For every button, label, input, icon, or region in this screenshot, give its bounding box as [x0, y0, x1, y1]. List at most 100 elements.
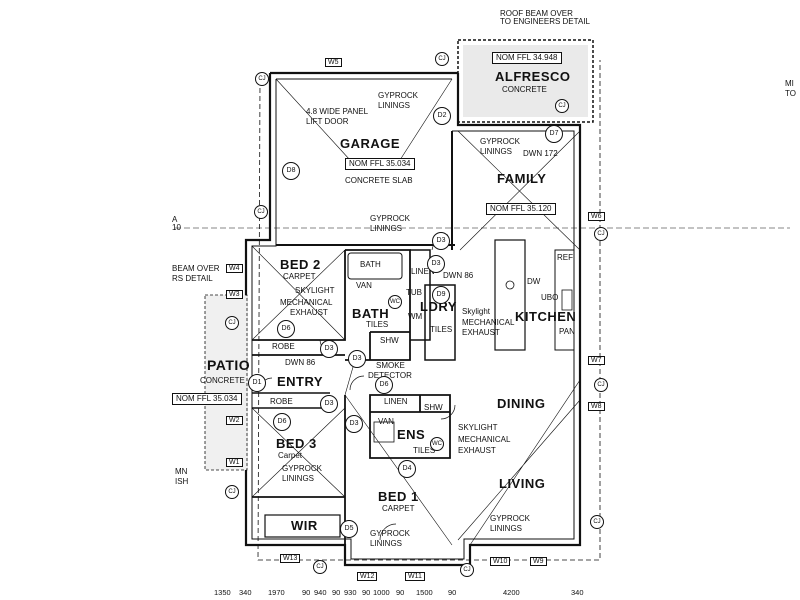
bath-shw: SHW	[380, 336, 399, 345]
door-tag-d3-bed3: D3	[345, 415, 363, 433]
dim-1000: 1000	[373, 588, 390, 597]
alfresco-floor: CONCRETE	[502, 85, 547, 94]
bed2-skylight: SKYLIGHT	[295, 286, 335, 295]
dim-90-d: 90	[396, 588, 405, 597]
dwn-86-bed2: DWN 86	[285, 358, 316, 367]
entry-label: ENTRY	[277, 374, 324, 389]
door-tag-d3-bath2: D3	[348, 350, 366, 368]
bath-tub	[347, 252, 403, 280]
ldry-exhaust: EXHAUST	[462, 328, 500, 337]
door-tag-d3-bed2: D3	[320, 340, 338, 358]
ens-walls	[369, 394, 451, 459]
ens-linen: LINEN	[384, 397, 408, 406]
bed3-gyprock: GYPROCK	[282, 464, 323, 473]
to-note: TO	[785, 89, 796, 98]
window-tag-w12: W12	[357, 572, 378, 581]
mi-note: MI	[785, 79, 794, 88]
door-tag-d3-bath: D3	[427, 255, 445, 273]
beam-over-1: BEAM OVER	[172, 264, 220, 273]
roof-beam-note: ROOF BEAM OVER TO ENGINEERS DETAIL	[500, 9, 590, 27]
cj-tag-2: CJ	[435, 52, 449, 66]
cj-tag-1: CJ	[255, 72, 269, 86]
grid-ref-a10: A 10	[172, 215, 181, 233]
cj-tag-7: CJ	[594, 378, 608, 392]
garage-linings: LININGS	[378, 101, 411, 110]
door-tag-d5: D5	[340, 520, 358, 538]
window-tag-w1: W1	[226, 458, 243, 467]
ens-shw: SHW	[424, 403, 443, 412]
bath-walls	[345, 249, 411, 361]
window-tag-w3: W3	[226, 290, 243, 299]
cj-tag-8: CJ	[225, 485, 239, 499]
window-tag-w13: W13	[280, 554, 301, 563]
alfresco-level: NOM FFL 34.948	[492, 52, 562, 65]
ldry-wm: WM	[408, 312, 423, 321]
dim-4200: 4200	[503, 588, 520, 597]
garage-gyprock-2: GYPROCK	[370, 214, 411, 223]
living-linings: LININGS	[490, 524, 523, 533]
ens-exhaust: EXHAUST	[458, 446, 496, 455]
window-tag-w8: W8	[588, 402, 605, 411]
window-tag-w9: W9	[530, 557, 547, 566]
dining-label: DINING	[497, 396, 546, 411]
family-gyprock: GYPROCK	[480, 137, 521, 146]
kitchen-ref: REF	[557, 253, 573, 262]
garage-floor: CONCRETE SLAB	[345, 176, 413, 185]
dim-1350: 1350	[214, 588, 231, 597]
cj-tag-10: CJ	[313, 560, 327, 574]
dim-340-a: 340	[239, 588, 252, 597]
bed2-mech: MECHANICAL	[280, 298, 333, 307]
door-tag-d1: D1	[248, 374, 266, 392]
bed1-gyprock: GYPROCK	[370, 529, 411, 538]
cj-tag-4: CJ	[254, 205, 268, 219]
ldry-walls	[410, 249, 456, 361]
dim-90-b: 90	[332, 588, 341, 597]
ens-tiles: TILES	[413, 446, 436, 455]
door-tag-d3-ldry: D3	[432, 232, 450, 250]
roof-beam-line-2: TO ENGINEERS DETAIL	[500, 17, 590, 27]
ens-label: ENS	[397, 427, 426, 442]
dim-90-e: 90	[448, 588, 457, 597]
garage-gyprock: GYPROCK	[378, 91, 419, 100]
patio-level: NOM FFL 35.034	[172, 393, 242, 406]
bed2-floor: CARPET	[283, 272, 316, 281]
ldry-mech: MECHANICAL	[462, 318, 515, 327]
bed3-linings: LININGS	[282, 474, 315, 483]
dim-930: 930	[344, 588, 357, 597]
living-gyprock: GYPROCK	[490, 514, 531, 523]
family-level: NOM FFL 35.120	[486, 203, 556, 216]
garage-wall	[276, 131, 455, 250]
window-tag-w7: W7	[588, 356, 605, 365]
linen-ldry: LINEN	[411, 267, 435, 276]
door-tag-d3-robe: D3	[320, 395, 338, 413]
bath-label: BATH	[352, 306, 390, 321]
door-tag-d6-bed2: D6	[277, 320, 295, 338]
door-tag-d7: D7	[545, 125, 563, 143]
sink	[505, 280, 515, 290]
beam-over-2: RS DETAIL	[172, 274, 213, 283]
mn-note: MN	[175, 467, 188, 476]
dim-340-b: 340	[571, 588, 584, 597]
ldry-skylight: Skylight	[462, 307, 491, 316]
bed1-label: BED 1	[378, 489, 419, 504]
living-label: LIVING	[499, 476, 546, 491]
kitchen-bench	[554, 249, 575, 351]
bed2-robe: ROBE	[272, 342, 295, 351]
ens-skylight: SKYLIGHT	[458, 423, 498, 432]
patio-label: PATIO	[207, 357, 251, 373]
alfresco-label: ALFRESCO	[495, 69, 571, 84]
window-tag-w5: W5	[325, 58, 342, 67]
cj-tag-6: CJ	[225, 316, 239, 330]
window-tag-w4: W4	[226, 264, 243, 273]
door-tag-d9: D9	[432, 286, 450, 304]
dim-90-c: 90	[362, 588, 371, 597]
smoke-2: DETECTOR	[368, 371, 412, 380]
kitchen-island	[494, 239, 526, 351]
wc-tag-bath: WC	[388, 295, 402, 309]
dwn-86-ldry: DWN 86	[443, 271, 474, 280]
cj-tag-3: CJ	[555, 99, 569, 113]
dwn-172: DWN 172	[523, 149, 558, 158]
roof-beam-line-1: ROOF BEAM OVER	[500, 9, 573, 18]
bed2-exhaust: EXHAUST	[290, 308, 328, 317]
door-tag-d6-entry: D6	[375, 376, 393, 394]
